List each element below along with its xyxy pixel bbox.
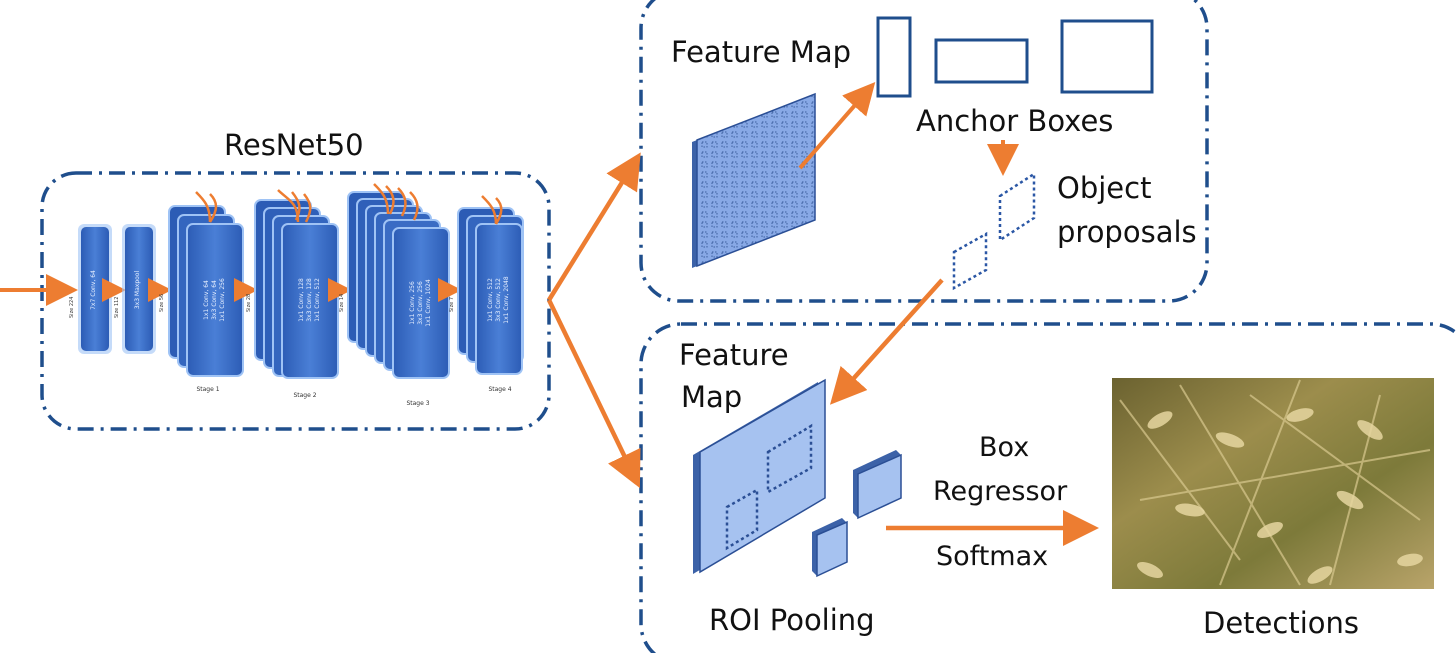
anchor-box-wide <box>934 38 1029 84</box>
object-proposals-label-2: proposals <box>1057 215 1197 249</box>
roi-pooled-box-small <box>812 518 848 578</box>
svg-text:3x3 Conv, 64: 3x3 Conv, 64 <box>211 280 218 320</box>
box-label: Box <box>979 432 1030 463</box>
size-28: Size 28 <box>246 294 252 312</box>
svg-text:1x1 Conv, 512: 1x1 Conv, 512 <box>487 278 494 322</box>
stage-2-text: 1x1 Conv, 128 3x3 Conv, 128 1x1 Conv, 51… <box>298 278 321 322</box>
arrow-featmap-to-anchor <box>798 81 876 170</box>
stage-2-label: Stage 2 <box>293 392 316 399</box>
stage-1-label: Stage 1 <box>196 386 219 393</box>
svg-text:1x1 Conv, 64: 1x1 Conv, 64 <box>203 280 210 320</box>
detections-image <box>1112 378 1434 589</box>
anchor-boxes-label: Anchor Boxes <box>916 104 1114 138</box>
stage-1-blocks <box>168 191 244 377</box>
stage-3-blocks <box>347 183 450 379</box>
roi-pooled-box-large <box>853 450 902 520</box>
layer-maxpool-text: 3x3 Maxpool <box>134 271 141 310</box>
svg-text:1x1 Conv, 2048: 1x1 Conv, 2048 <box>503 276 510 324</box>
resnet-blocks: 7x7 Conv, 64 3x3 Maxpool 1x1 Conv, 64 3x… <box>69 183 524 407</box>
svg-text:1x1 Conv, 1024: 1x1 Conv, 1024 <box>425 279 432 327</box>
arrow-to-detector <box>546 299 641 489</box>
stage-3-label: Stage 3 <box>406 400 429 407</box>
stage-4-text: 1x1 Conv, 512 3x3 Conv, 512 1x1 Conv, 20… <box>487 276 510 324</box>
stage-1-text: 1x1 Conv, 64 3x3 Conv, 64 1x1 Conv, 256 <box>203 278 226 322</box>
detector-frame <box>639 322 1456 653</box>
detector-feature-map-label-2: Map <box>681 380 743 414</box>
arrow-proposals-to-roi <box>829 278 944 405</box>
proposal-box-lower <box>952 231 988 291</box>
size-224: Size 224 <box>69 297 75 318</box>
layer-conv1 <box>78 224 112 354</box>
detections-label: Detections <box>1203 606 1359 640</box>
object-proposals-label-1: Object <box>1057 171 1152 205</box>
layer-conv1-text: 7x7 Conv, 64 <box>90 270 97 310</box>
svg-text:1x1 Conv, 256: 1x1 Conv, 256 <box>409 281 416 325</box>
size-112: Size 112 <box>114 297 120 318</box>
stage-4-blocks <box>457 195 524 375</box>
svg-text:3x3 Conv, 128: 3x3 Conv, 128 <box>306 278 313 322</box>
rpn-feature-map-label: Feature Map <box>671 35 852 69</box>
stage-3-text: 1x1 Conv, 256 3x3 Conv, 256 1x1 Conv, 10… <box>409 279 432 327</box>
anchor-box-square <box>1060 19 1154 94</box>
proposal-box-upper <box>998 171 1036 243</box>
svg-text:3x3 Conv, 256: 3x3 Conv, 256 <box>417 281 424 325</box>
regressor-label: Regressor <box>933 476 1068 507</box>
stage-2-blocks <box>254 189 339 379</box>
svg-text:1x1 Conv, 256: 1x1 Conv, 256 <box>219 278 226 322</box>
size-14: Size 14 <box>339 294 345 312</box>
size-56: Size 56 <box>159 294 165 312</box>
softmax-label: Softmax <box>936 541 1049 572</box>
detector-feature-map <box>693 378 826 574</box>
anchor-box-tall <box>876 16 912 98</box>
stage-4-label: Stage 4 <box>488 386 511 393</box>
detector-feature-map-label-1: Feature <box>679 338 789 372</box>
svg-text:3x3 Conv, 512: 3x3 Conv, 512 <box>495 278 502 322</box>
rpn-feature-map <box>692 92 816 268</box>
svg-text:1x1 Conv, 512: 1x1 Conv, 512 <box>314 278 321 322</box>
svg-text:1x1 Conv, 128: 1x1 Conv, 128 <box>298 278 305 322</box>
size-7: Size 7 <box>449 297 455 312</box>
arrow-to-rpn <box>547 152 641 302</box>
layer-maxpool <box>122 224 156 354</box>
roi-pooling-label: ROI Pooling <box>709 603 875 637</box>
resnet-title: ResNet50 <box>224 128 364 162</box>
